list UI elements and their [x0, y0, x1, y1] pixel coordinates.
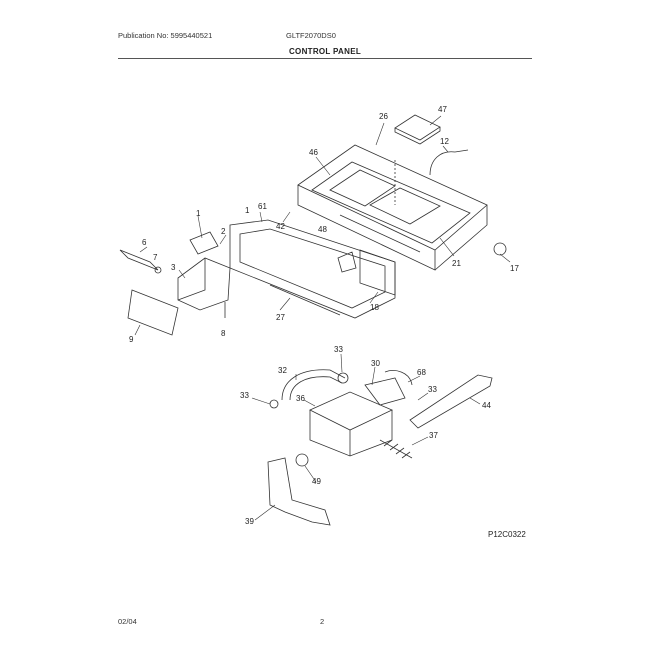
knob	[493, 242, 507, 256]
callout-12: 12	[440, 137, 449, 146]
hose-32-inner	[289, 376, 343, 401]
rocker-part	[337, 251, 357, 273]
dispenser-valve	[309, 377, 406, 457]
callout-30: 30	[371, 359, 380, 368]
callout-8: 8	[221, 329, 226, 338]
panel-bracket	[359, 249, 396, 296]
footer-page-number: 2	[320, 617, 325, 626]
switch-housing	[177, 231, 231, 311]
clamp-49	[295, 453, 309, 467]
valve-wire	[384, 370, 413, 386]
clamp-33-top	[337, 372, 349, 384]
small-clip	[154, 266, 162, 274]
callout-3: 3	[171, 263, 176, 272]
hose-32	[281, 369, 346, 401]
hose-44	[409, 374, 493, 429]
callout-7: 7	[153, 253, 158, 262]
wire-harness	[429, 149, 469, 176]
footer-date: 02/04	[118, 617, 137, 626]
header-rule	[118, 58, 532, 59]
callout-42: 42	[276, 222, 285, 231]
model-number: GLTF2070DS0	[286, 31, 336, 40]
callout-1: 1	[245, 206, 250, 215]
page-title: CONTROL PANEL	[288, 47, 362, 56]
callout-37: 37	[429, 431, 438, 440]
callout-44: 44	[482, 401, 491, 410]
callout-21: 21	[452, 259, 461, 268]
callout-61: 61	[258, 202, 267, 211]
callout-68: 68	[417, 368, 426, 377]
callout-9: 9	[129, 335, 134, 344]
callout-47: 47	[438, 105, 447, 114]
callout-33-right: 33	[428, 385, 437, 394]
callout-labels: 26 47 46 12 1 61 42 48 21 17 6 7 1 2 3 2…	[129, 105, 519, 526]
callout-48: 48	[318, 225, 327, 234]
clamp-33-left	[269, 399, 279, 409]
callout-2: 2	[221, 227, 226, 236]
callout-17: 17	[510, 264, 519, 273]
spring-hose-37	[379, 439, 413, 459]
callout-33-left: 33	[240, 391, 249, 400]
diagram-code: P12C0322	[488, 530, 526, 539]
callout-33-top: 33	[334, 345, 343, 354]
callout-36: 36	[296, 394, 305, 403]
control-panel-frame	[297, 144, 488, 271]
callout-1b: 1	[196, 209, 201, 218]
callout-39: 39	[245, 517, 254, 526]
publication-number: Publication No: 5995440521	[118, 31, 213, 40]
lever-part	[119, 249, 159, 271]
callout-18: 18	[370, 303, 379, 312]
callout-46: 46	[309, 148, 318, 157]
callout-6: 6	[142, 238, 147, 247]
callout-49: 49	[312, 477, 321, 486]
callout-27: 27	[276, 313, 285, 322]
callout-26: 26	[379, 112, 388, 121]
callout-32: 32	[278, 366, 287, 375]
elbow-duct	[267, 457, 331, 526]
switch-cover	[127, 289, 179, 336]
leader-lines	[134, 115, 511, 521]
control-board	[394, 114, 441, 145]
